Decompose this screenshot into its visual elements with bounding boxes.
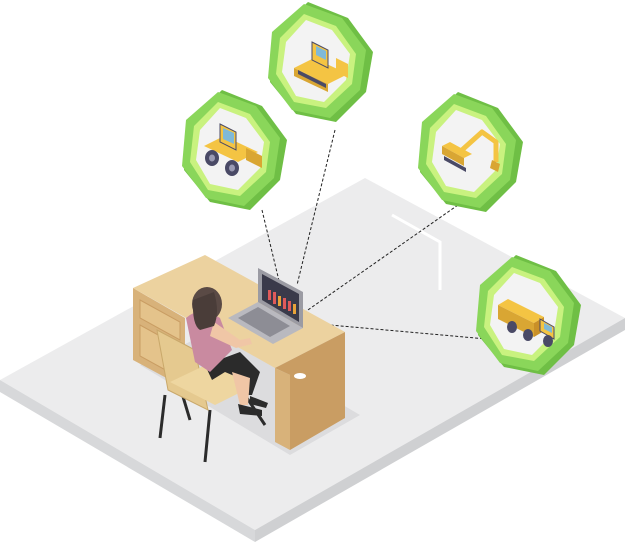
chair-seat [170, 362, 255, 405]
desk-leg-right [275, 332, 345, 450]
connection-lines [261, 129, 499, 341]
screen-bar-chart [268, 290, 296, 314]
cable-hole [294, 373, 306, 379]
laptop [228, 268, 303, 344]
bulldozer-icon [294, 41, 348, 92]
dump-truck-icon [498, 299, 555, 347]
person-lower-leg [232, 372, 250, 405]
desk-top [133, 255, 345, 368]
wheel-loader-icon [204, 123, 262, 176]
person-at-desk [156, 287, 268, 463]
hex-bulldozer [268, 2, 373, 122]
hex-wheel-loader [182, 90, 287, 210]
desk-drawer-top [139, 299, 181, 341]
laptop-keyboard [238, 307, 290, 337]
hex-dump-truck [476, 255, 581, 375]
excavator-icon [442, 129, 500, 172]
person-hair [192, 292, 217, 330]
floor-side-right [255, 318, 625, 542]
shoe [238, 404, 262, 416]
shoe-2 [250, 396, 268, 408]
floor-side-left [0, 380, 255, 542]
wall-line [391, 213, 442, 290]
hex-excavator [418, 92, 523, 212]
person-arm [210, 322, 252, 348]
desk-leg-front [275, 368, 290, 450]
